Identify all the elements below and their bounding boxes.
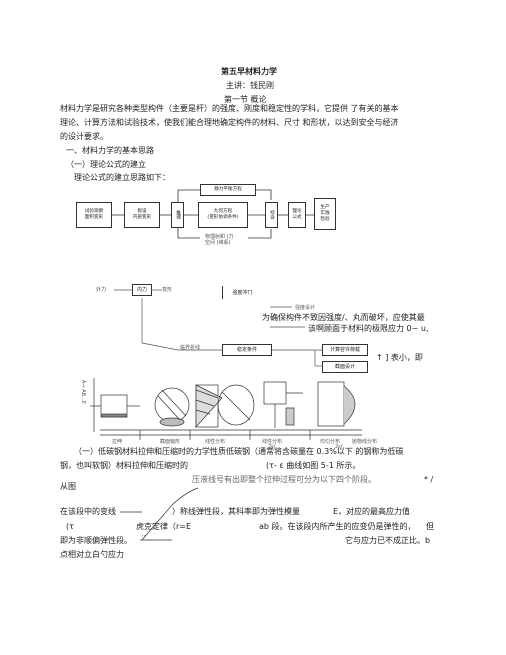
figure-left-label: A→ AB...E [80,380,86,404]
body-p4c: E，对应的最高应力值 [333,507,411,516]
flow2-stable-box: 稳定条件 [222,344,272,356]
flow2-strength-design: 强度设计 [295,305,316,311]
figure-cap-1: 拉伸 [112,439,123,445]
flow2-ext-force: 外力 [96,287,107,293]
body-p5b: 虎克定律（r=E [136,522,192,531]
body-p4a: 在该段中的变线 [60,507,116,516]
flow2-purpose-1: 为确保构件不致因强度/、丸而破坏，应使其最 [262,313,425,322]
doc-title: 第五早材料力学 [221,67,277,76]
flow1-box-observe: 试验观察 面积变形 [76,202,112,228]
body-p7: 点相对立白勺应力 [60,550,124,559]
figure-cap-4: 线性分布 [262,439,283,445]
flow2-purpose-2: 该啊顾面于材料的极限应力 0~ u, [308,324,429,333]
flow1-box-static: 静力平衡方程 [200,184,256,196]
flow2-deform: 变形 [162,287,173,293]
body-p4b: ）称线弹性段，其科率即为弹性模量 [172,507,300,516]
flow2-section-design-box: 截面设计 [322,361,368,373]
flow1-box-reason: 推理 [171,202,184,228]
flow1-note: 物理射和 (力 空间 (维系) [205,234,234,246]
body-p5c: ab 段。在该段内所产生的应变仍是弹性的， [259,522,416,531]
body-p3b: 压液线号有出即整个拉伸过程可分为以下四个阶段。 [192,475,376,484]
flow2-strength-box: 强度冲冂 [222,286,262,299]
figure-mark-2: 2ε( [335,444,343,450]
figure-cap-3: 线性分布 [205,439,226,445]
heading-basic: 一、材料力学的基本思路 [66,146,154,155]
figure-cap-2: 截面轴形 [160,439,181,445]
figure-cap-5: 均匀分布 [320,439,341,445]
flow1-box-practice: 生产 实践 检验 [314,198,336,230]
body-p6b: 它与应力已不成正比。b [345,536,431,545]
body-p6-mark: '“ [142,535,146,541]
intro-line-2: 理论、计算方法和试验技术，使我们能合理地确定构件的材料、尺寸 和形状，以达到安全… [60,118,399,127]
body-p3c: * / [424,475,434,484]
flow1-box-geometry: 九何方程 (变形协调条件) [198,202,248,228]
flow2-inner-force-box: 内力 [132,284,152,296]
body-p5a: (τ [66,522,74,531]
flow1-box-assume: 假设 内部变形 [124,202,160,228]
heading-theory-route: 理论公式的建立思路如下： [74,173,170,182]
figure-mark-1: 2ε( [268,444,276,450]
lecturer: 主讲：钱民刚 [226,81,274,90]
body-p1: （一）低碳钢材料拉伸和压缩时的力学性质低碳钢（通常将含碳量在 0.3%以下 的钢… [74,447,404,456]
flow2-calc-load-box: 计算容许荷载 [322,344,368,356]
body-p2b: (τ- ε 曲线如图 5-1 所示。 [266,461,361,470]
flow2-right-note: ↑ ] 表小，即 [376,353,423,362]
intro-line-3: 的设计要求。 [60,132,108,141]
flow1-box-combine: 综合 [265,202,278,228]
section-heading: 第一节 概论 [224,95,267,104]
heading-theory: （一）理论公式的建立 [66,160,146,169]
flow2-critical: 临界折线 [180,345,201,351]
body-p6a: 即为非顺偏弹性段。 [60,536,132,545]
flow1-box-formula: 理论 公式 [288,202,306,228]
body-p5d: 但 [426,522,434,531]
body-p3a: 从图 [60,482,76,491]
body-p2a: 钢，也叫软钢）材料拉伸和压缩时的 [60,461,188,470]
figure-cap-6: 抛物线分布 [352,439,378,445]
intro-line-1: 材料力学是研究各种类型构件（主要是杆）的强度、刚度和稳定性的学科，它提供 了有关… [60,104,399,113]
